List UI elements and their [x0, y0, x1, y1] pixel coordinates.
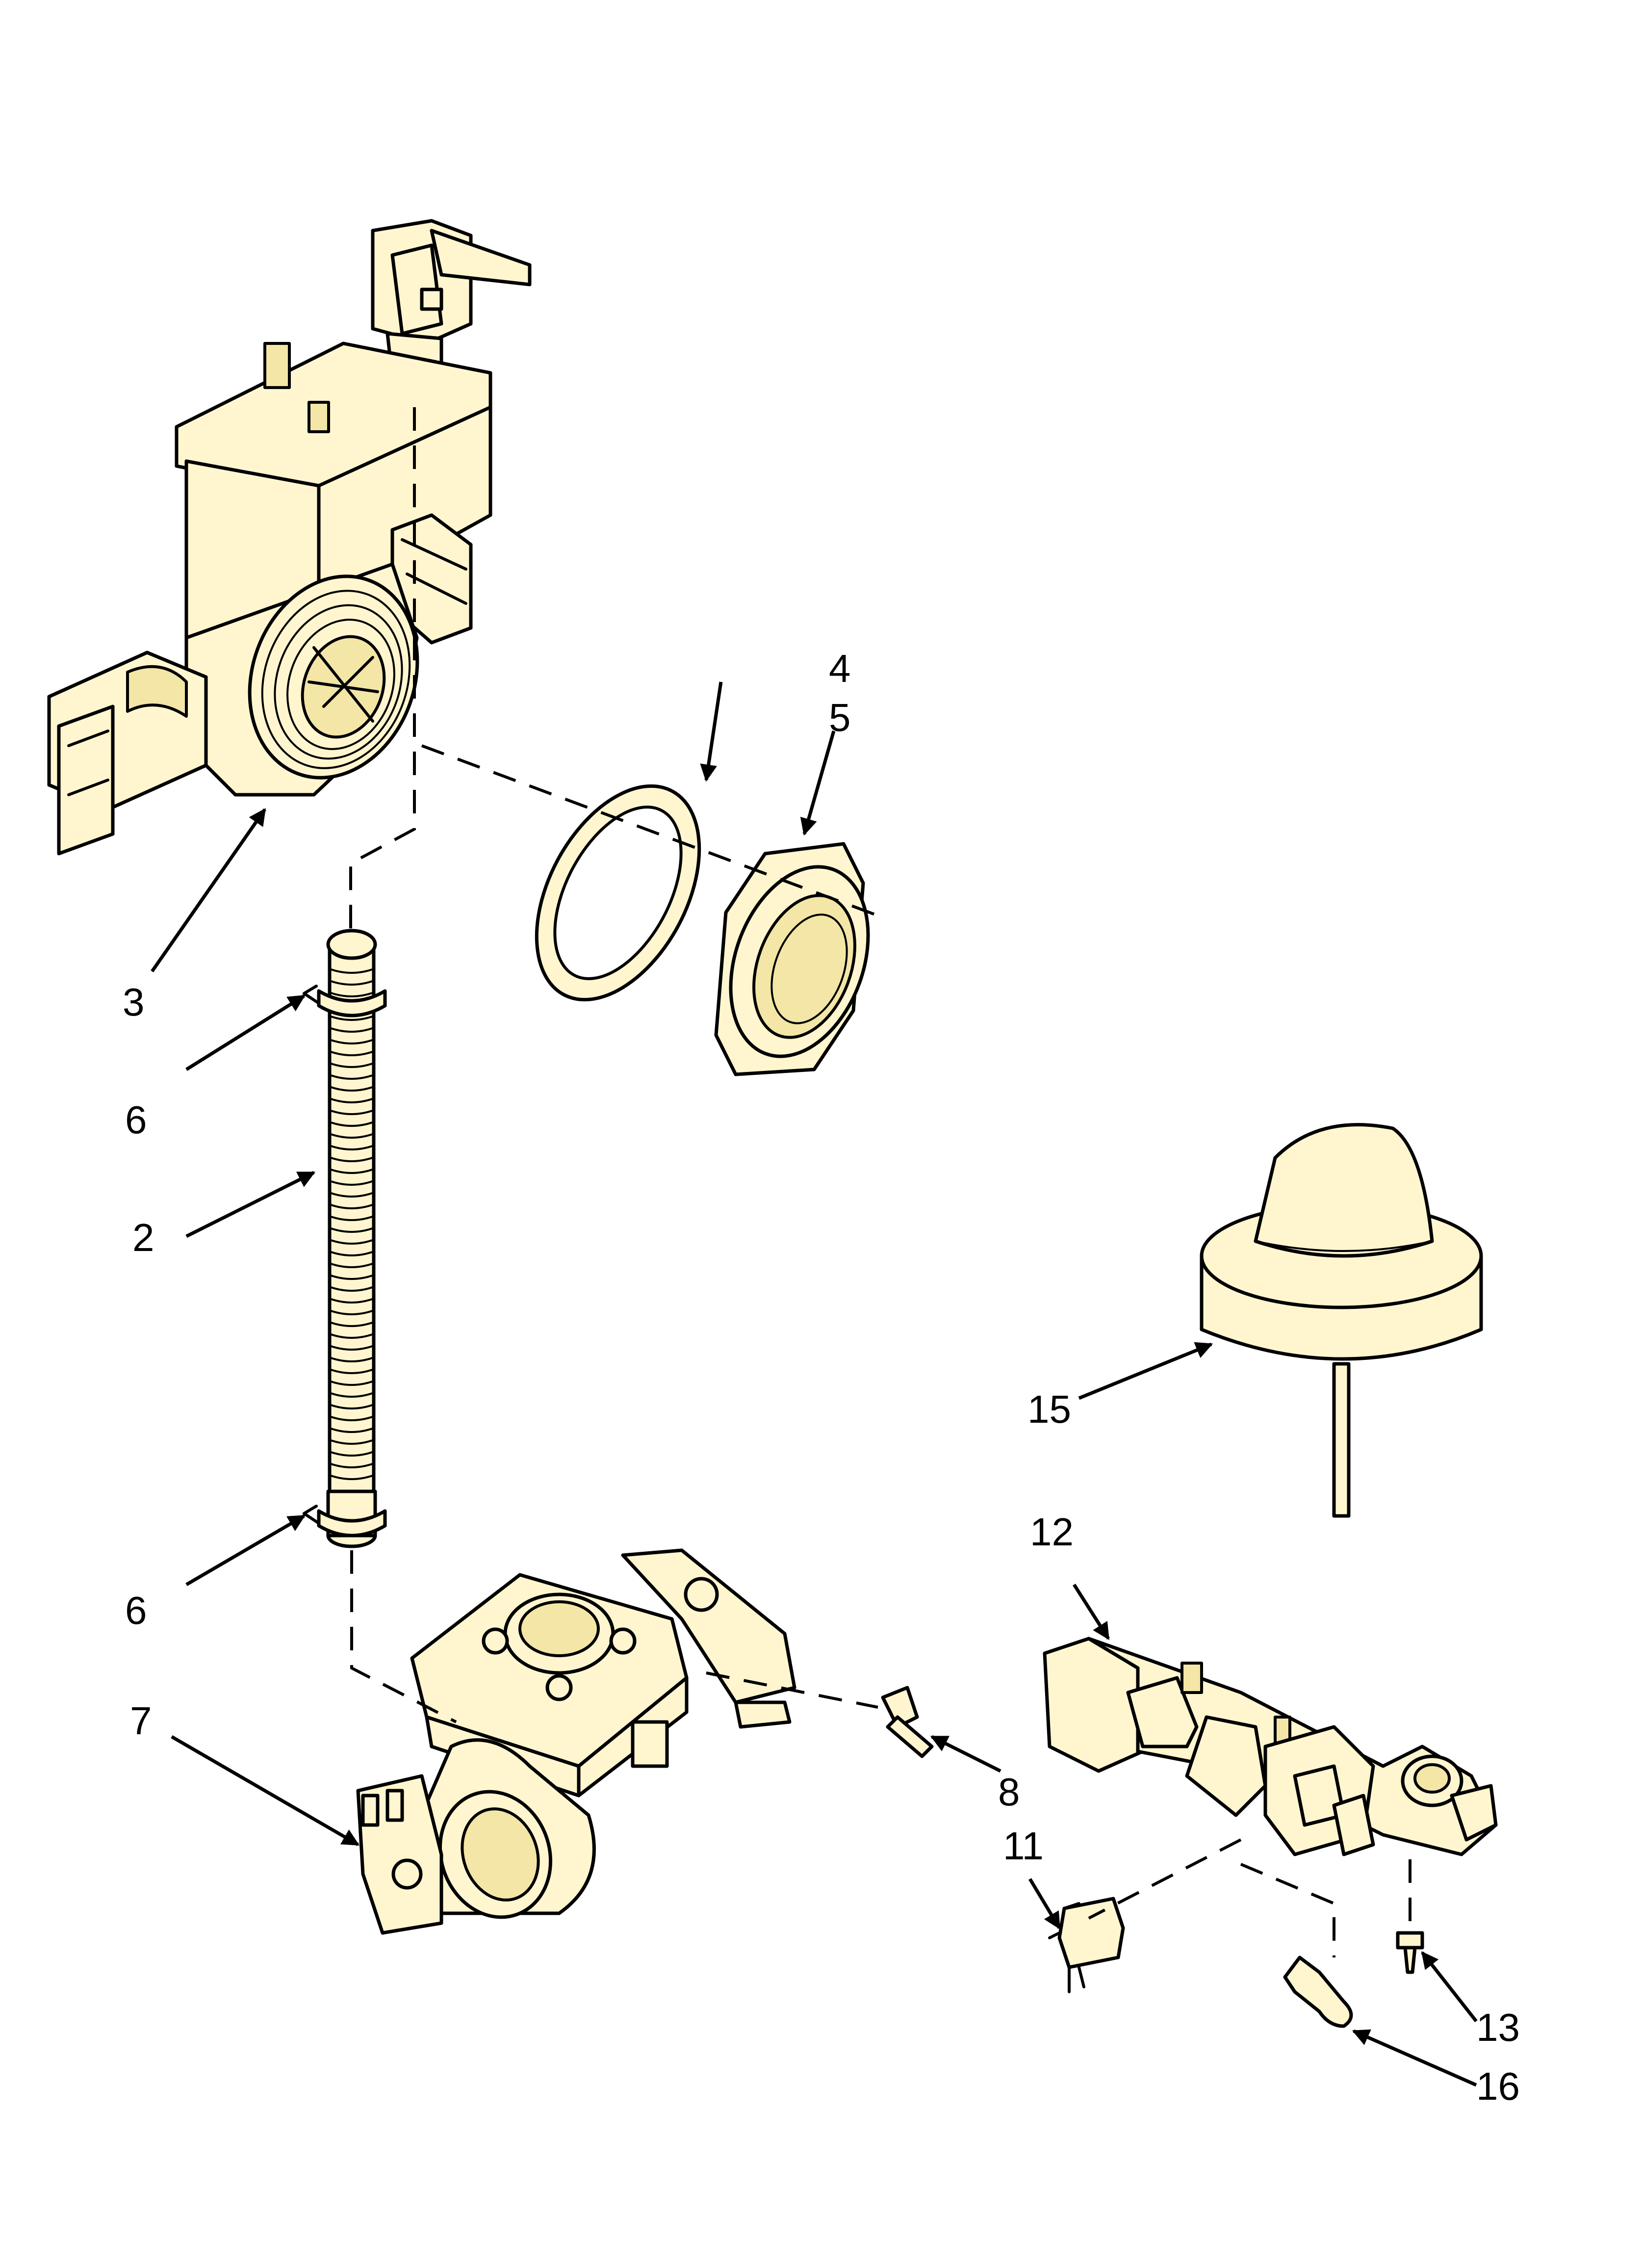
- leader-arrows: [151, 681, 1478, 2087]
- part-11-switch: [1048, 1897, 1125, 1993]
- part-13-screw: [1396, 1931, 1424, 1974]
- hose-rib: [329, 1427, 374, 1433]
- part-3-housing: [47, 219, 532, 856]
- part-4-gasket: [535, 784, 701, 1002]
- hose-rib: [329, 1345, 374, 1351]
- part-7-valve: [356, 1548, 796, 1935]
- callout-16: 16: [1476, 2064, 1520, 2108]
- hose-rib: [329, 1474, 374, 1480]
- hose-rib: [329, 1309, 374, 1315]
- hose-rib: [329, 1039, 374, 1044]
- part-8-screw: [881, 1686, 934, 1758]
- hose-rib: [329, 1462, 374, 1468]
- alignment-lines: [349, 407, 1411, 1957]
- part-6-clamp-upper: [303, 985, 387, 1017]
- part-2-hose: [326, 929, 377, 1548]
- hose-rib: [329, 1215, 374, 1221]
- hose-rib: [329, 968, 374, 974]
- part-12-bracket: [1043, 1637, 1498, 1856]
- part-15-float: [1200, 1123, 1483, 1518]
- callout-13: 13: [1476, 2006, 1520, 2049]
- hose-rib: [329, 1451, 374, 1457]
- hose-rib: [329, 1145, 374, 1150]
- part-6-clamp-lower: [303, 1505, 387, 1538]
- hose-rib: [329, 1074, 374, 1080]
- hose-rib: [329, 1109, 374, 1115]
- hose-rib: [329, 980, 374, 986]
- callout-5: 5: [829, 696, 851, 739]
- hose-rib: [329, 1180, 374, 1186]
- hose-rib: [329, 1156, 374, 1162]
- hose-rib: [329, 1062, 374, 1068]
- hose-rib: [329, 1262, 374, 1268]
- hose-rib: [329, 1086, 374, 1092]
- hose-rib: [329, 991, 374, 997]
- part-5-nut: [714, 842, 870, 1076]
- hose-rib: [329, 1286, 374, 1292]
- hose-rib: [329, 1121, 374, 1127]
- callout-labels: 3 4 5 6 2 6 7 8 11 12 13 15 16: [123, 647, 1520, 2108]
- callout-3: 3: [123, 980, 145, 1024]
- hose-rib: [329, 1133, 374, 1139]
- callout-6a: 6: [125, 1098, 147, 1142]
- hose-rib: [329, 1380, 374, 1386]
- callout-12: 12: [1030, 1510, 1074, 1554]
- hose-rib: [329, 1239, 374, 1245]
- hose-rib: [329, 1274, 374, 1280]
- hose-rib: [329, 1227, 374, 1233]
- callout-4: 4: [829, 647, 851, 690]
- hose-rib: [329, 1050, 374, 1056]
- hose-rib: [329, 1298, 374, 1303]
- hose-rib: [329, 1168, 374, 1174]
- hose-rib: [329, 1251, 374, 1256]
- hose-rib: [329, 1415, 374, 1421]
- hose-rib: [329, 1321, 374, 1327]
- callout-8: 8: [998, 1770, 1020, 1814]
- hose-rib: [329, 1097, 374, 1103]
- hose-rib: [329, 1404, 374, 1409]
- callout-6b: 6: [125, 1589, 147, 1632]
- part-16-lever: [1283, 1955, 1353, 2028]
- hose-rib: [329, 1015, 374, 1021]
- hose-rib: [329, 1356, 374, 1362]
- hose-rib: [329, 1027, 374, 1033]
- callout-7: 7: [130, 1699, 152, 1743]
- hose-rib: [329, 1392, 374, 1398]
- callout-2: 2: [132, 1216, 154, 1259]
- callout-15: 15: [1027, 1387, 1071, 1431]
- hose-rib: [329, 1203, 374, 1209]
- callout-11: 11: [1003, 1824, 1044, 1868]
- hose-rib: [329, 1192, 374, 1198]
- hose-rib: [329, 1368, 374, 1374]
- hose-rib: [329, 1333, 374, 1339]
- hose-rib: [329, 1439, 374, 1445]
